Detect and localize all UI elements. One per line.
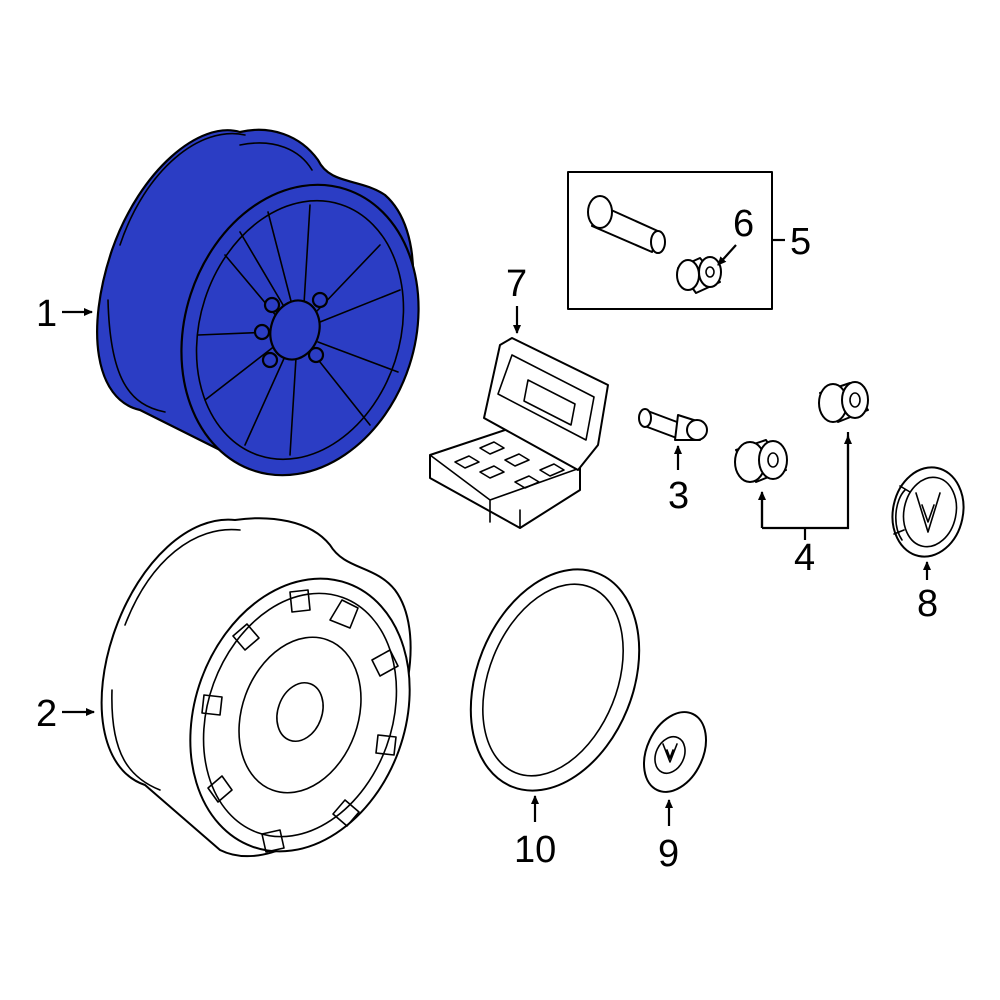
callout-1: 1 <box>36 293 57 335</box>
lock-kit-box-part-7[interactable] <box>429 337 609 529</box>
callout-6: 6 <box>733 203 754 245</box>
bushing-part-4a[interactable] <box>734 439 788 483</box>
steel-wheel-part-2[interactable] <box>100 517 447 882</box>
callout-8: 8 <box>917 583 938 625</box>
callout-9: 9 <box>658 833 679 875</box>
callouts: 1 2 3 4 5 6 7 8 9 10 <box>36 203 938 875</box>
callout-5: 5 <box>790 221 811 263</box>
rim-ring-part-10[interactable] <box>440 544 671 816</box>
emblem-cap-part-8[interactable] <box>884 461 971 564</box>
valve-cap-part-6[interactable] <box>676 256 722 294</box>
callout-3: 3 <box>668 475 689 517</box>
alloy-wheel-part-1[interactable] <box>96 128 455 506</box>
callout-7: 7 <box>506 263 527 305</box>
callout-4: 4 <box>794 537 815 579</box>
leader-lines <box>62 238 931 826</box>
callout-2: 2 <box>36 693 57 735</box>
center-cap-part-9[interactable] <box>632 702 718 802</box>
wheel-bolt-part-3[interactable] <box>638 408 708 441</box>
callout-10: 10 <box>514 829 556 871</box>
bushing-part-4b[interactable] <box>818 381 869 423</box>
